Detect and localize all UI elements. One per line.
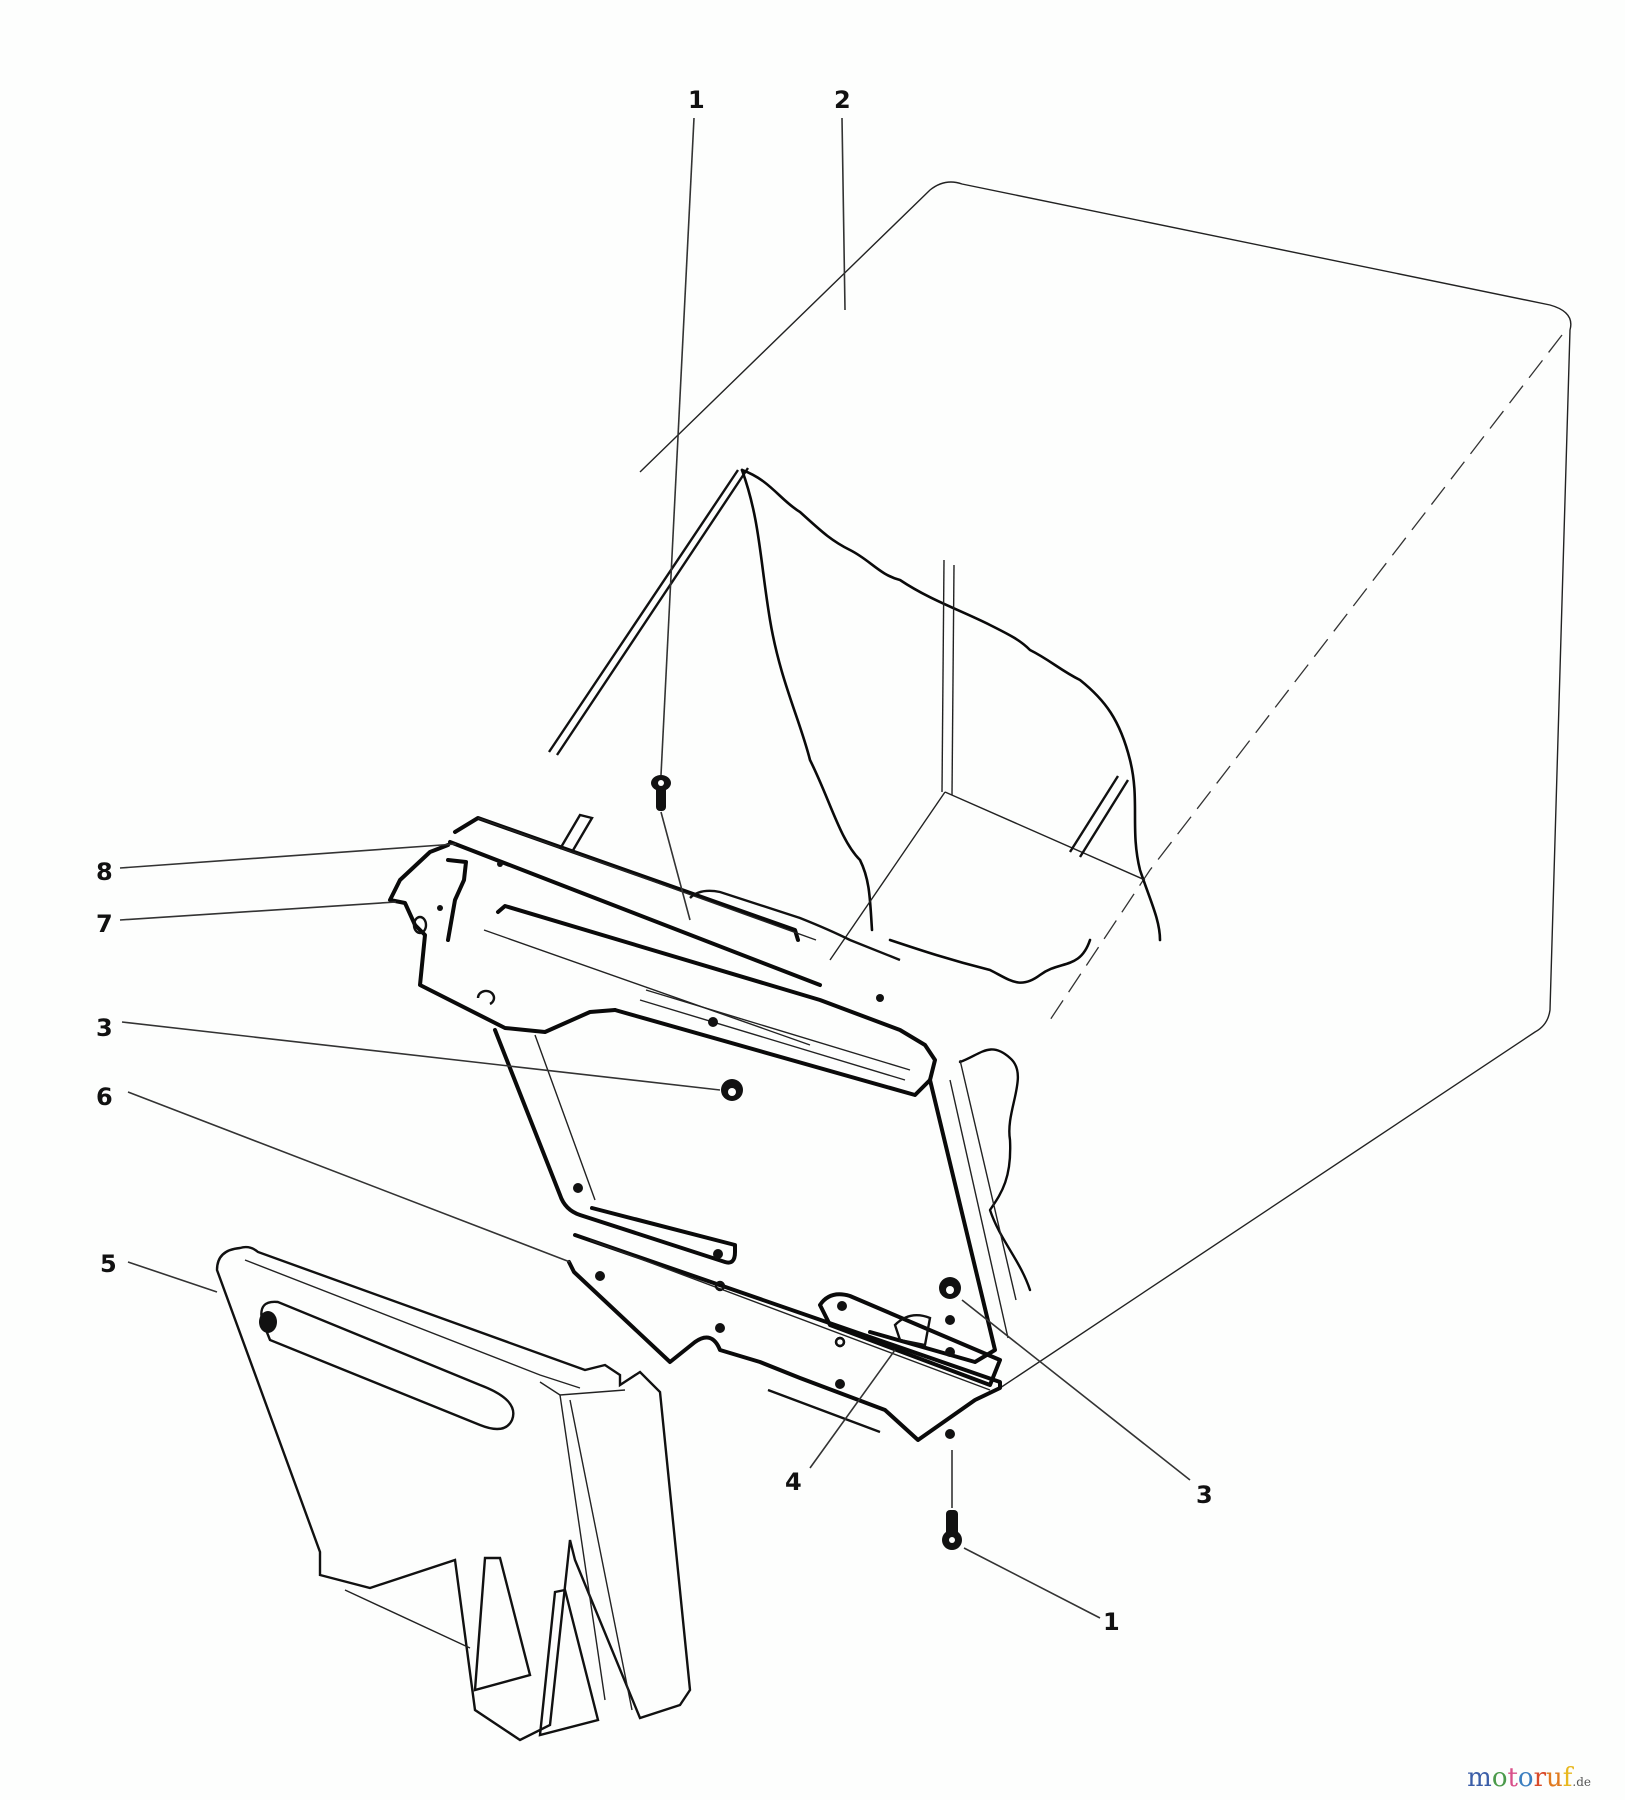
- screw-bottom: [942, 1510, 962, 1550]
- nut-right: [939, 1277, 961, 1299]
- callout-3-right: 3: [1196, 1481, 1213, 1509]
- callout-5: 5: [100, 1250, 117, 1278]
- callout-6: 6: [96, 1083, 113, 1111]
- wm-letter: f: [1562, 1763, 1573, 1793]
- wm-letter: o: [1517, 1763, 1534, 1793]
- frame: [388, 813, 1009, 1364]
- callout-8: 8: [96, 858, 113, 886]
- wm-letter: r: [1533, 1763, 1547, 1793]
- bracket: [567, 1233, 1002, 1442]
- nut-left: [721, 1079, 743, 1101]
- callout-4: 4: [785, 1468, 802, 1496]
- wm-letter: m: [1467, 1763, 1492, 1793]
- wm-letter: t: [1507, 1763, 1518, 1793]
- callout-1-top: 1: [688, 86, 705, 114]
- motoruf-watermark: motoruf.de: [1467, 1765, 1591, 1791]
- callout-7: 7: [96, 910, 113, 938]
- callout-2: 2: [834, 86, 851, 114]
- screw-top: [651, 775, 671, 811]
- deflector: [215, 1245, 692, 1742]
- wm-letter: u: [1546, 1763, 1563, 1793]
- callout-3-left: 3: [96, 1014, 113, 1042]
- grass-bag: [548, 181, 1572, 1389]
- callout-1-bottom: 1: [1103, 1608, 1120, 1636]
- wm-letter: o: [1491, 1763, 1508, 1793]
- leader-lines: [119, 117, 1191, 1619]
- wm-tld: .de: [1572, 1775, 1591, 1789]
